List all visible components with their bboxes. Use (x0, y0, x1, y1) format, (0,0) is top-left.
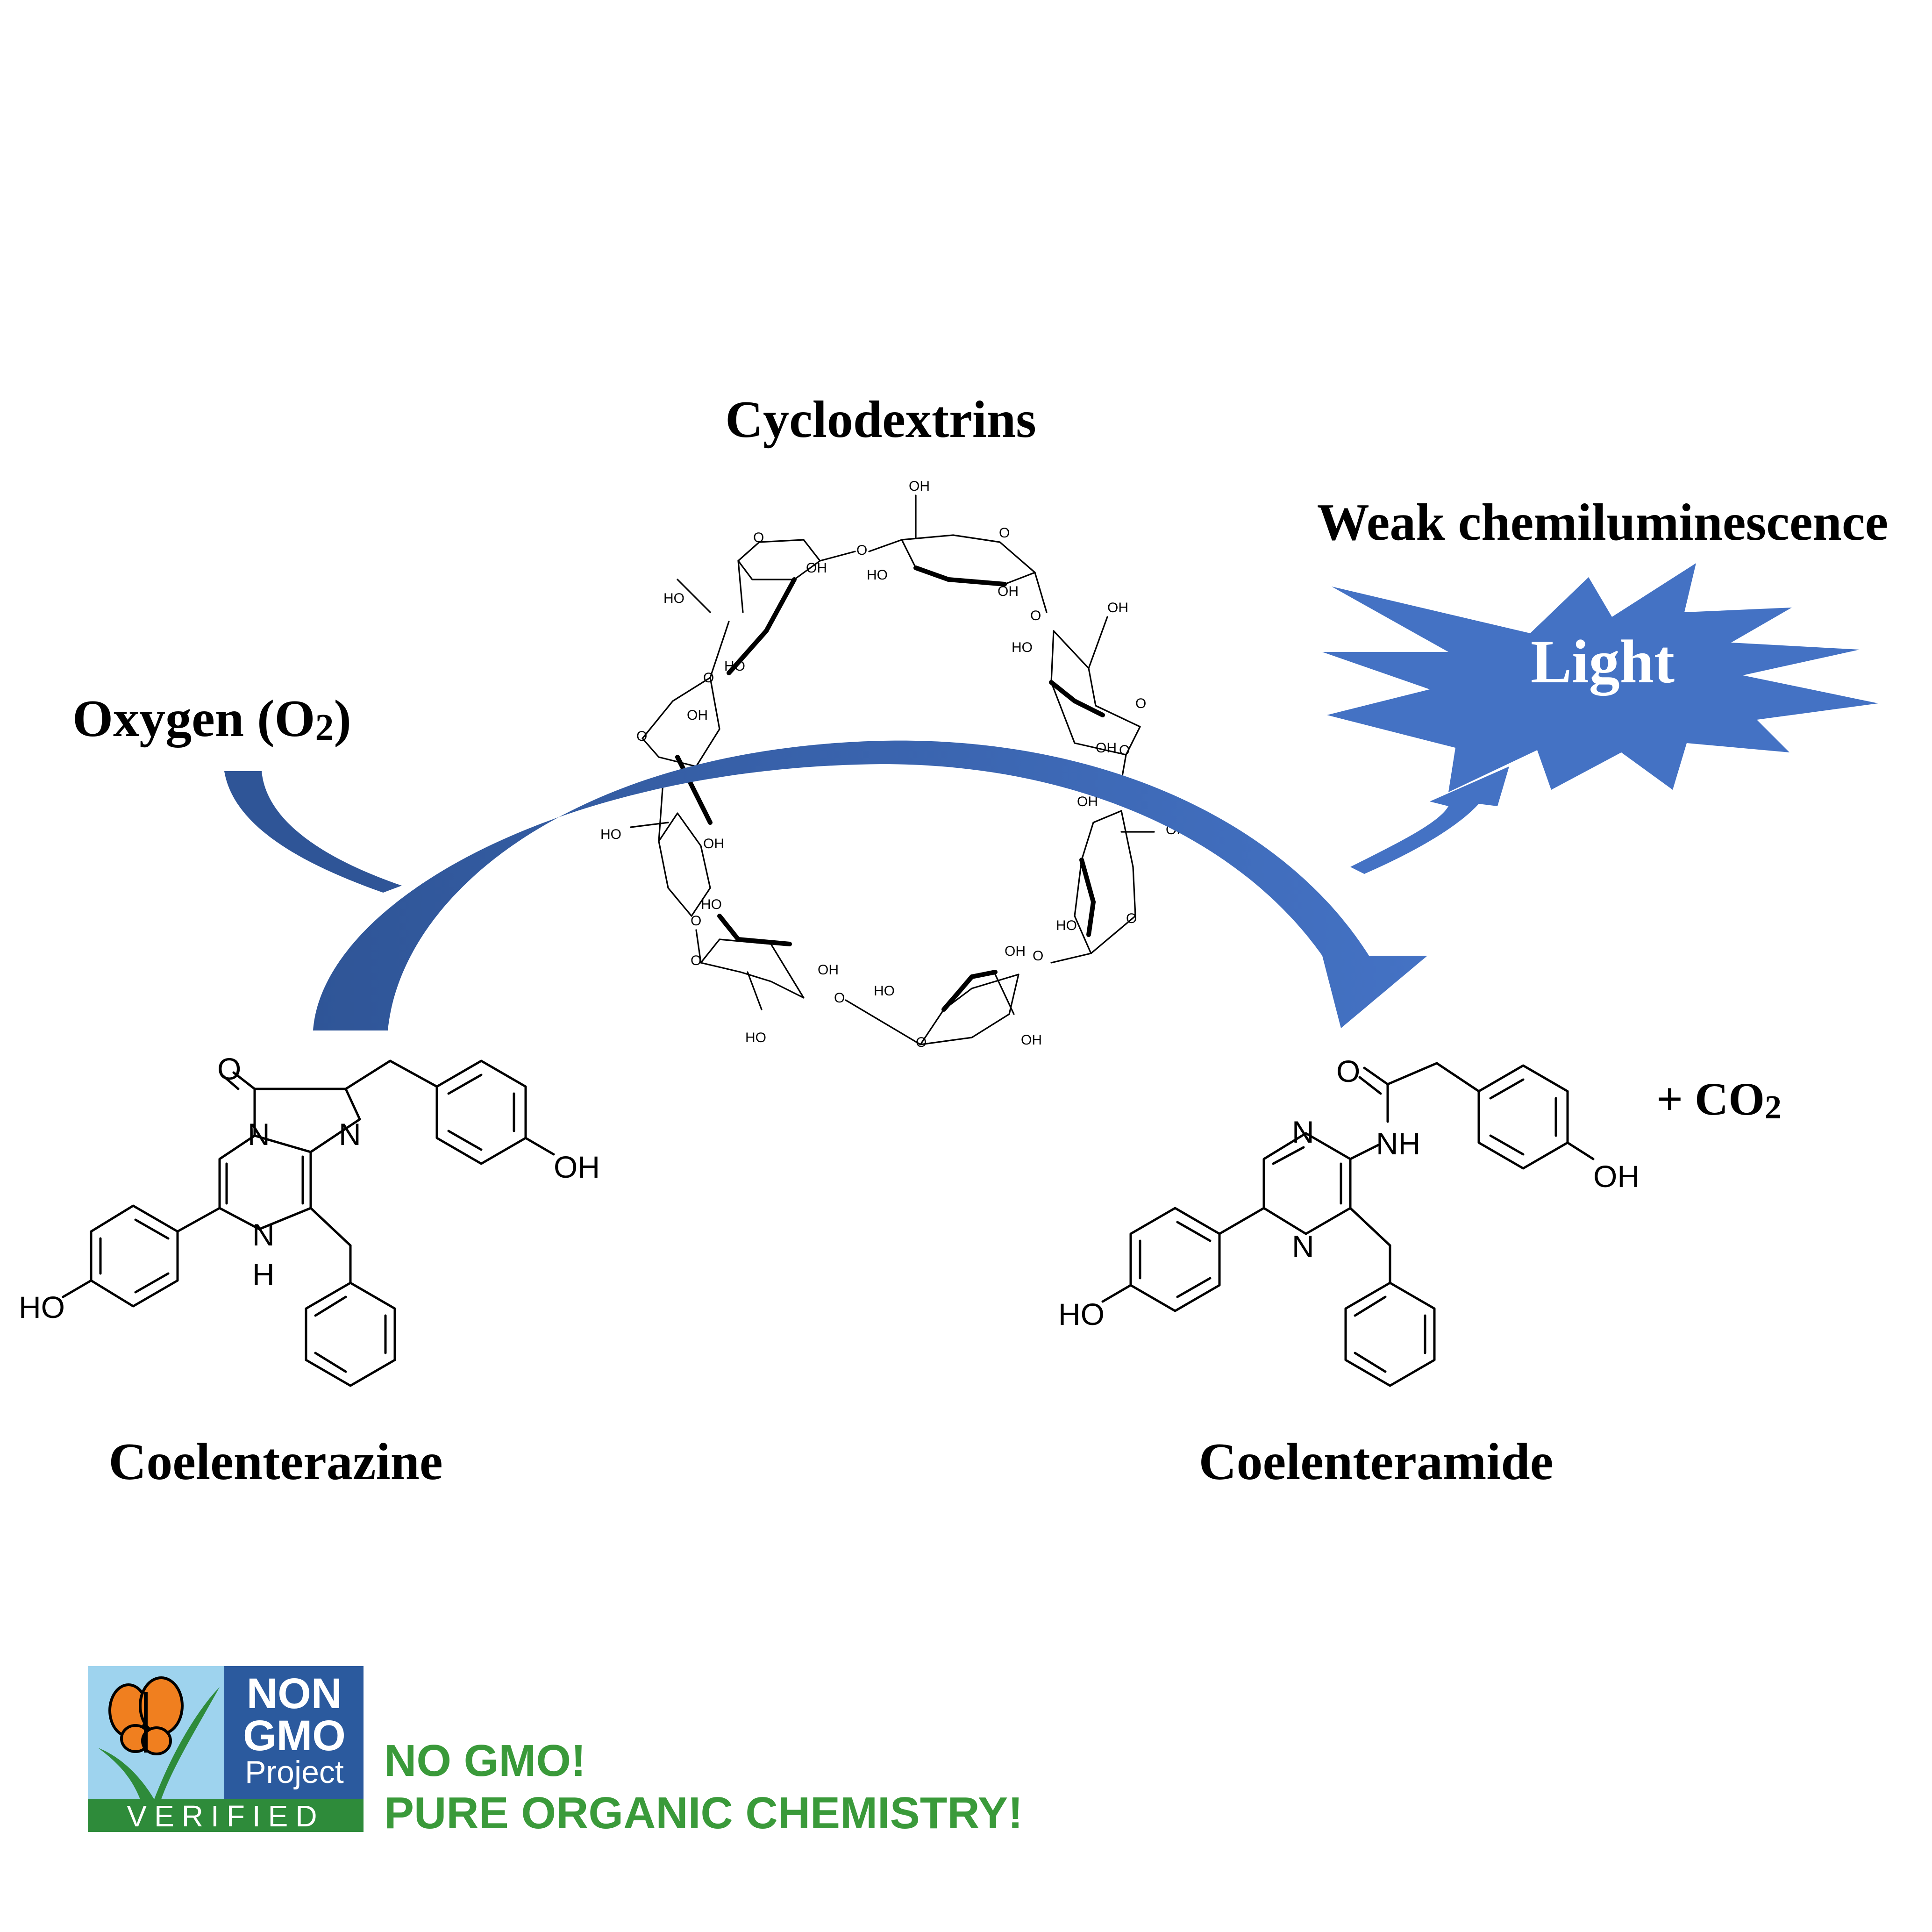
svg-text:OH: OH (818, 962, 839, 978)
svg-text:HO: HO (1058, 1297, 1105, 1331)
svg-text:N: N (339, 1117, 361, 1152)
svg-text:N: N (248, 1117, 270, 1152)
svg-text:HO: HO (1012, 640, 1033, 655)
oxygen-inflow-arrow (224, 771, 402, 893)
coelenteramide-label: Coelenteramide (1199, 1433, 1554, 1491)
svg-text:OH: OH (909, 479, 930, 494)
coelenteramide-structure (1101, 1062, 1595, 1387)
svg-text:HO: HO (1056, 918, 1077, 933)
oxygen-label: Oxygen (O2) (72, 690, 351, 748)
svg-text:NON: NON (247, 1670, 342, 1717)
slogan-line-2: PURE ORGANIC CHEMISTRY! (384, 1788, 1023, 1838)
svg-text:O: O (636, 729, 647, 744)
svg-text:OH: OH (1107, 600, 1128, 615)
coelenteramide-atom-labels: O NH N N OH HO (1058, 1054, 1640, 1331)
svg-text:H: H (252, 1257, 275, 1292)
svg-text:HO: HO (724, 658, 745, 674)
svg-text:HO: HO (874, 983, 895, 999)
weak-chemiluminescence-label: Weak chemiluminescence (1317, 494, 1888, 551)
svg-text:O: O (856, 543, 867, 558)
svg-text:O: O (1135, 696, 1146, 711)
svg-text:OH: OH (1005, 944, 1026, 959)
slogan-line-1: NO GMO! (384, 1736, 586, 1786)
coelenterazine-atom-labels: O N N N H OH HO (19, 1052, 600, 1324)
svg-text:OH: OH (703, 836, 724, 852)
svg-text:O: O (691, 913, 701, 929)
svg-text:O: O (703, 670, 714, 686)
svg-text:O: O (1336, 1054, 1360, 1088)
butterfly-icon (108, 1676, 184, 1755)
light-branch-arrow (1350, 766, 1509, 874)
svg-text:OH: OH (998, 584, 1019, 599)
cyclodextrin-structure (630, 494, 1155, 1045)
svg-text:O: O (753, 530, 764, 545)
svg-text:O: O (834, 990, 845, 1006)
svg-text:OH: OH (1096, 740, 1117, 756)
cyclodextrin-atom-labels: O O O O O O O O O O O O O O OH OH HO OH … (600, 479, 1187, 1050)
non-gmo-verified-badge: NON GMO Project VERIFIED (88, 1666, 364, 1833)
svg-text:O: O (999, 525, 1010, 541)
svg-text:OH: OH (1593, 1159, 1640, 1194)
coelenterazine-structure (62, 1059, 555, 1387)
svg-text:HO: HO (19, 1290, 65, 1324)
svg-text:NH: NH (1376, 1126, 1420, 1161)
reaction-arc-arrow (313, 740, 1427, 1030)
svg-text:OH: OH (687, 708, 708, 723)
svg-text:O: O (1030, 608, 1041, 623)
svg-text:Project: Project (245, 1754, 344, 1790)
svg-text:HO: HO (867, 567, 888, 583)
svg-text:HO: HO (701, 897, 722, 912)
light-starburst (1322, 563, 1878, 792)
svg-text:HO: HO (663, 591, 684, 606)
svg-text:OH: OH (1021, 1032, 1042, 1048)
svg-text:HO: HO (745, 1030, 766, 1045)
svg-text:VERIFIED: VERIFIED (127, 1799, 324, 1833)
svg-text:OH: OH (806, 560, 827, 576)
svg-text:GMO: GMO (243, 1712, 346, 1760)
svg-text:O: O (916, 1035, 927, 1050)
light-label: Light (1531, 627, 1675, 696)
co2-label: + CO2 (1656, 1073, 1782, 1126)
svg-text:O: O (1033, 948, 1043, 964)
svg-text:N: N (252, 1217, 275, 1252)
svg-text:O: O (1126, 911, 1137, 926)
svg-text:O: O (1119, 743, 1130, 758)
svg-text:HO: HO (600, 827, 621, 842)
svg-text:O: O (691, 953, 701, 968)
svg-text:N: N (1292, 1115, 1314, 1149)
svg-text:O: O (217, 1052, 241, 1086)
cyclodextrins-label: Cyclodextrins (725, 391, 1036, 449)
coelenterazine-label: Coelenterazine (108, 1433, 442, 1491)
svg-text:N: N (1292, 1229, 1314, 1264)
svg-text:OH: OH (554, 1150, 600, 1184)
